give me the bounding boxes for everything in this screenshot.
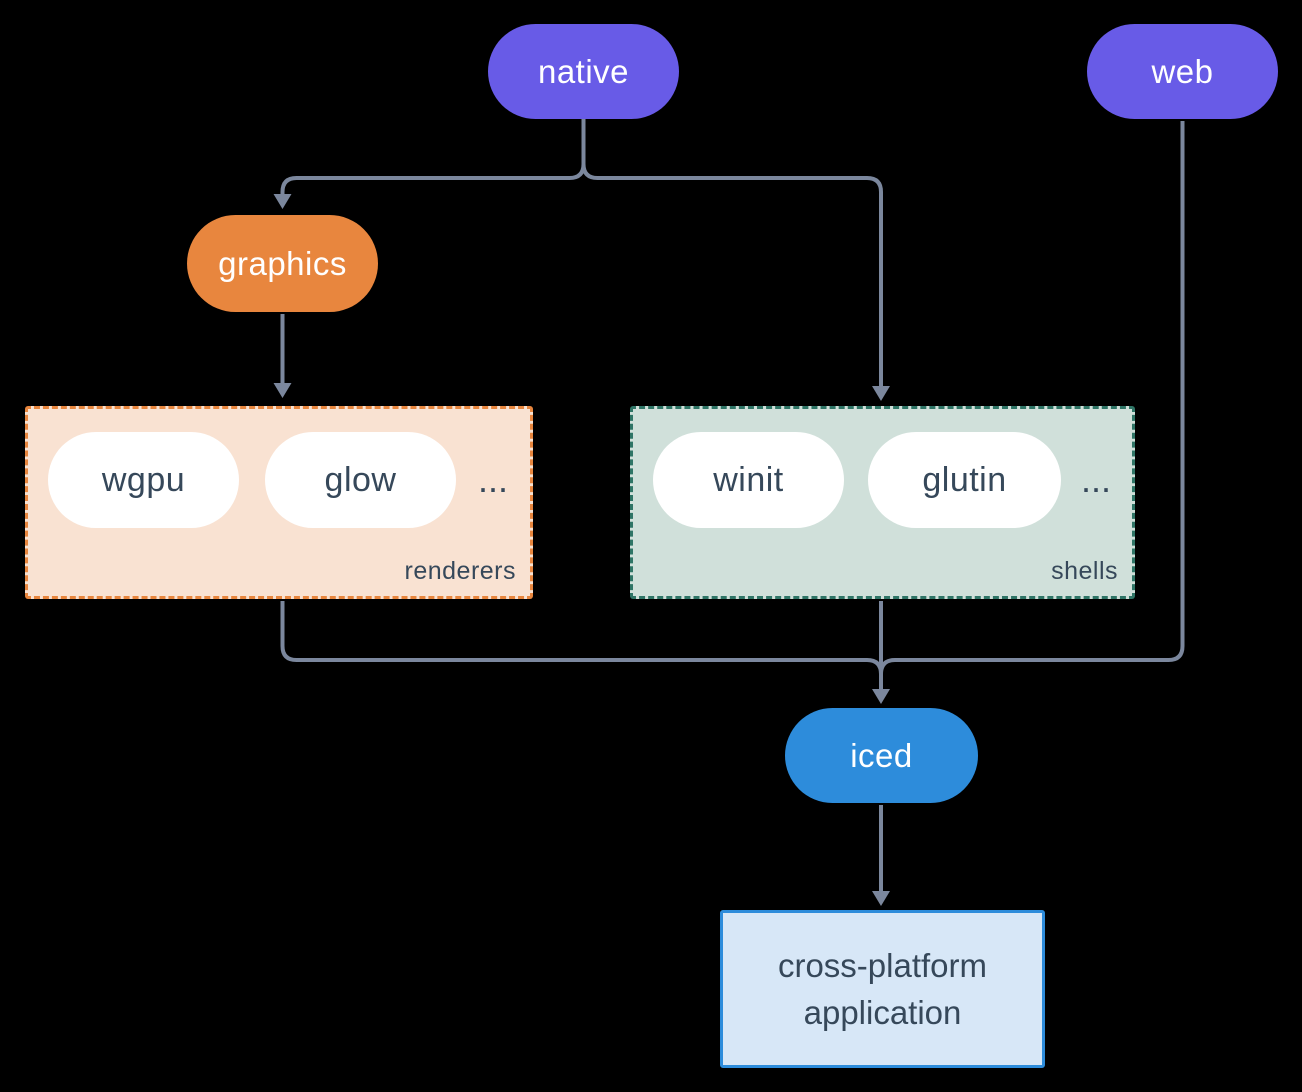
node-iced-label: iced [850,736,913,774]
node-glutin: glutin [868,432,1061,528]
node-glutin-label: glutin [922,460,1007,499]
arrowhead-into-renderers [273,383,292,398]
node-web: web [1087,24,1278,119]
node-app-label: cross-platform application [777,947,988,1031]
arrowhead-into-graphics [273,194,292,209]
arrowhead-into-app [872,891,890,906]
renderers-ellipsis: ... [477,459,508,500]
node-glow-label: glow [324,460,397,499]
node-native: native [488,24,679,119]
arrowhead-into-shells [872,386,890,401]
node-winit: winit [653,432,844,528]
node-wgpu-label: wgpu [101,460,186,499]
node-graphics-label: graphics [218,244,347,282]
node-iced: iced [785,708,978,803]
edge-renderers-to-iced [280,601,883,675]
shells-ellipsis: ... [1080,459,1111,500]
node-cross-platform-application: cross-platform application [720,910,1045,1068]
node-glow: glow [265,432,456,528]
edge-native-to-graphics [280,163,586,196]
node-web-label: web [1151,52,1214,90]
node-graphics: graphics [187,215,378,312]
arrowhead-into-iced [872,689,890,704]
node-native-label: native [537,52,630,90]
edge-native-to-shells [581,163,883,388]
group-shells-label: shells [1051,557,1118,585]
node-wgpu: wgpu [48,432,239,528]
node-winit-label: winit [713,460,784,499]
group-renderers-label: renderers [404,557,516,585]
